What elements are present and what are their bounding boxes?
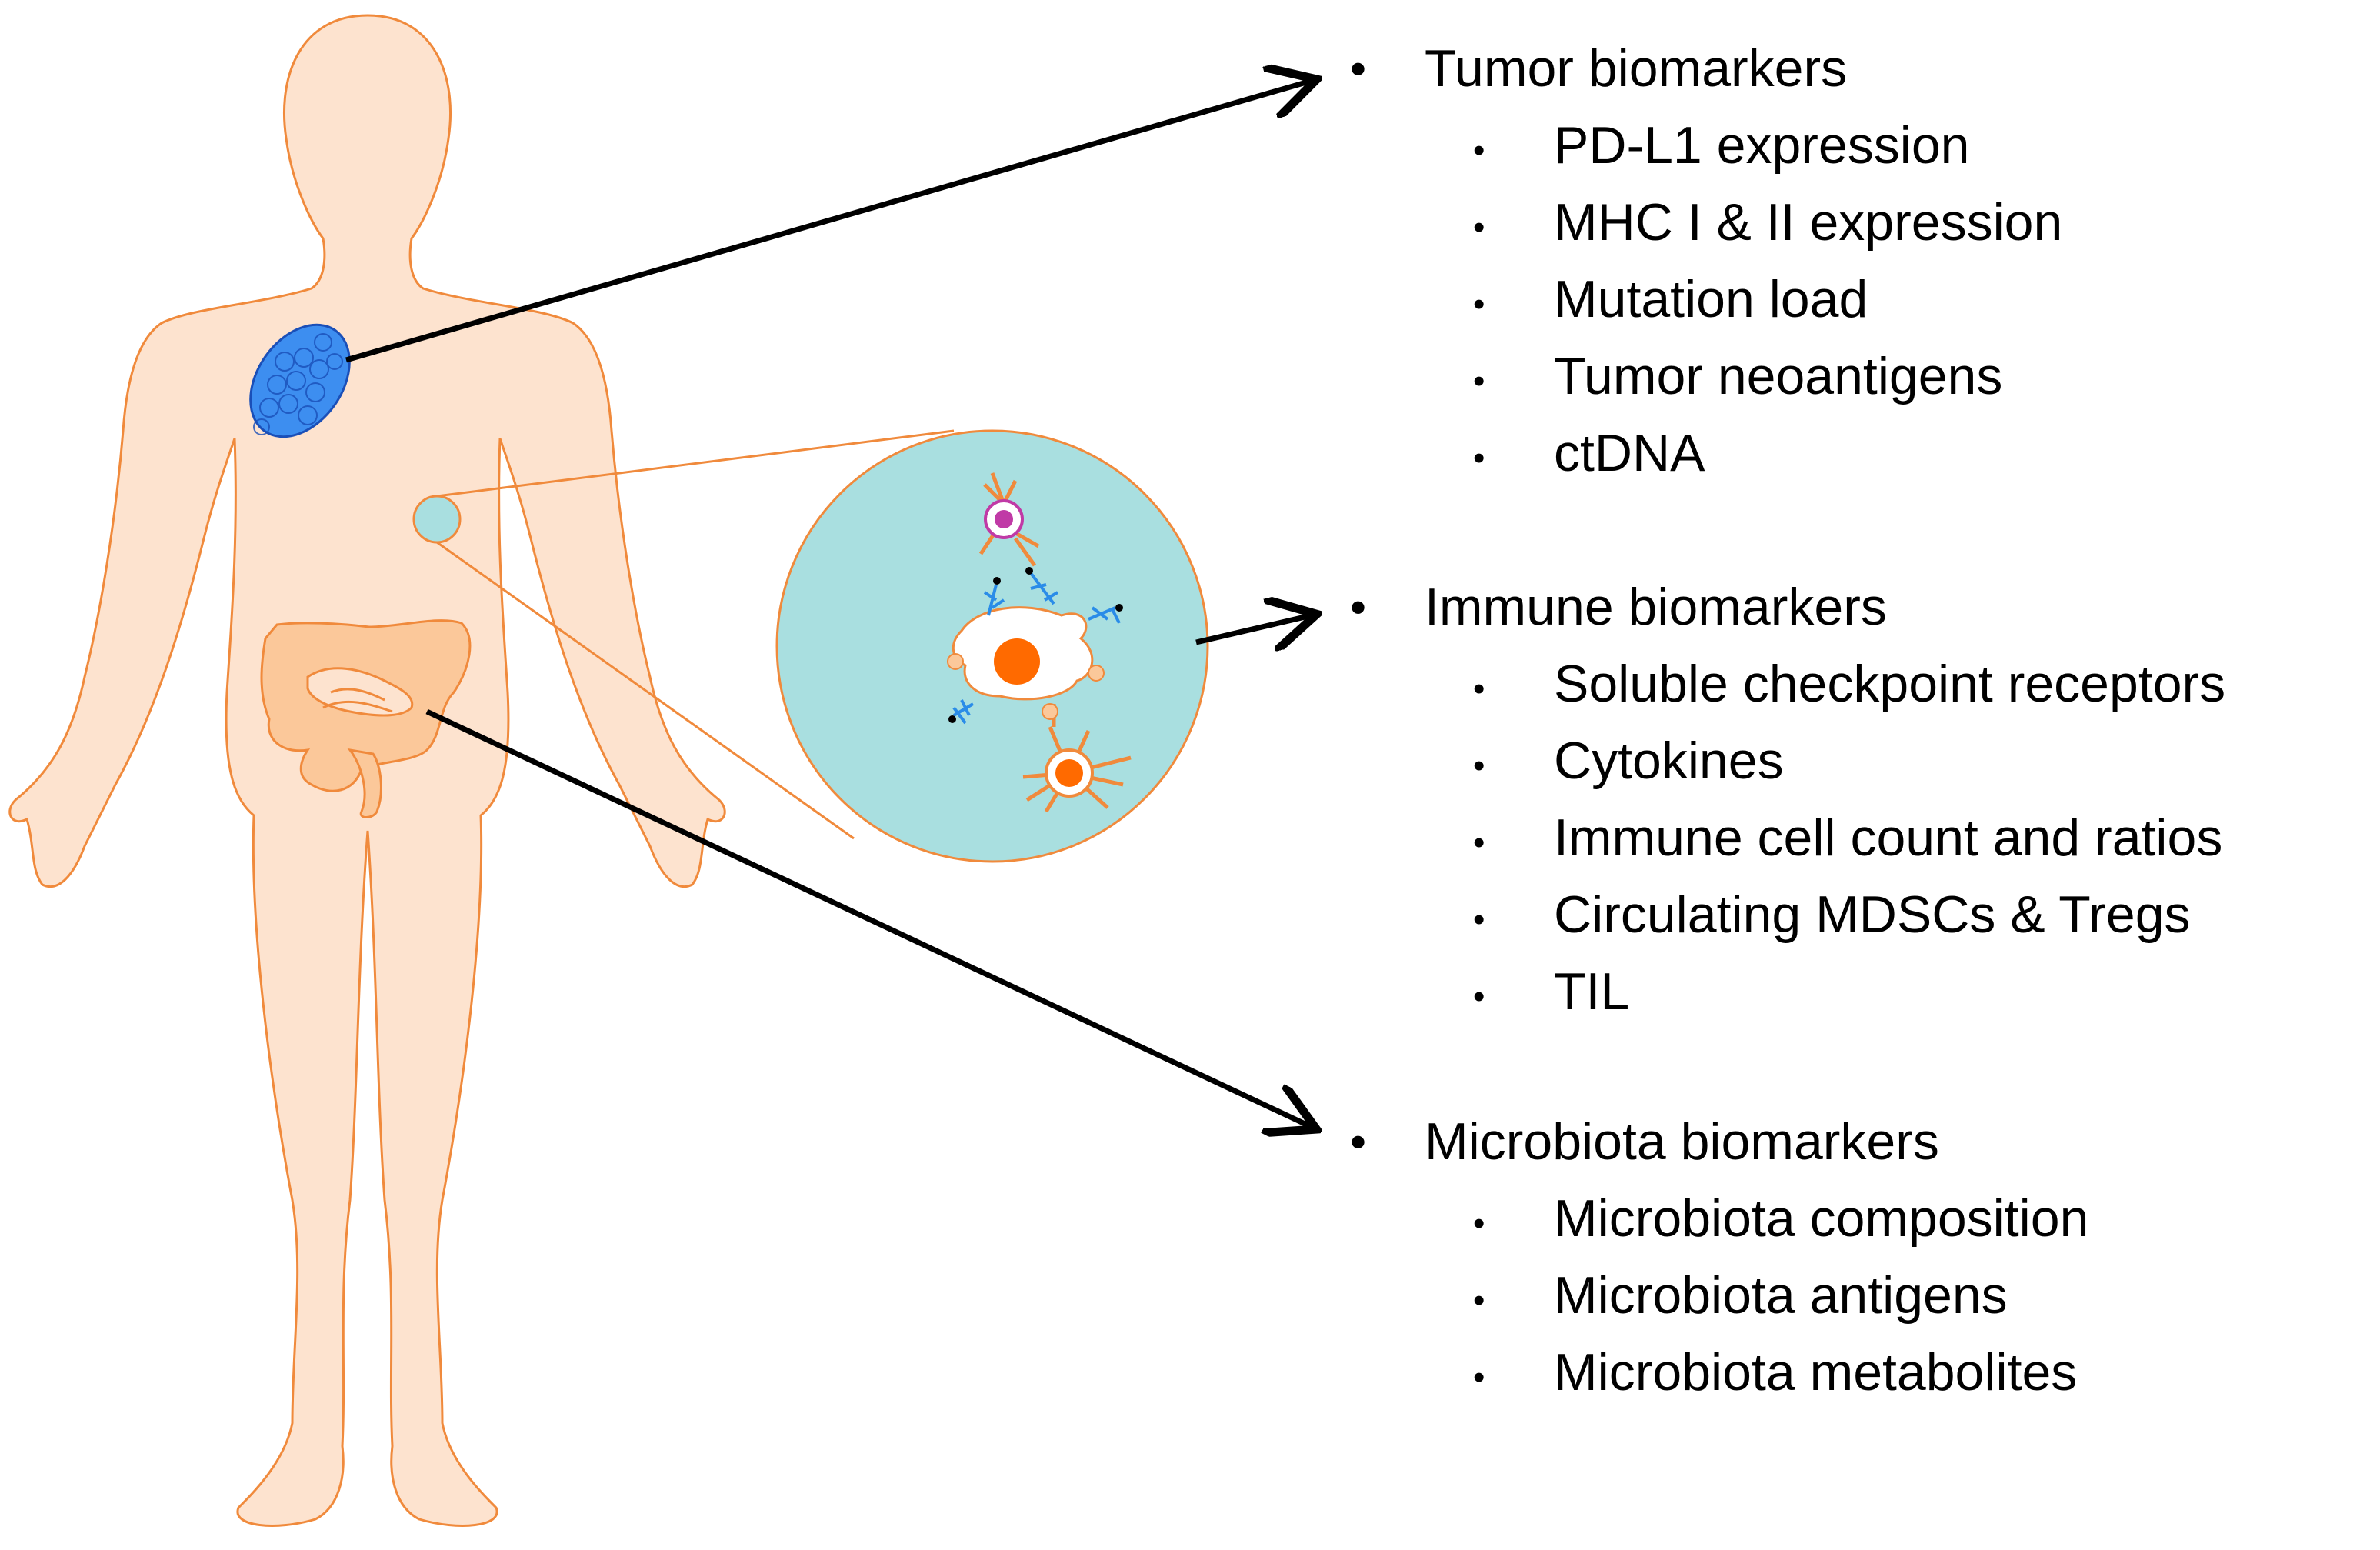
list-item: Soluble checkpoint receptors	[1554, 655, 2225, 713]
purple-immune-cell	[978, 472, 1040, 567]
bullet: •	[1473, 824, 1485, 862]
group-heading: Microbiota biomarkers	[1425, 1112, 1939, 1171]
checkpoint-receptors	[952, 572, 1121, 725]
list-item: Microbiota antigens	[1554, 1266, 2008, 1325]
zoom-line-top	[436, 429, 955, 498]
list-item: Cytokines	[1554, 732, 1784, 790]
list-item: Mutation load	[1554, 270, 1868, 328]
bullet: •	[1350, 1116, 1366, 1168]
bullet: •	[1350, 582, 1366, 633]
blood-inset	[775, 429, 1209, 863]
arrow-microbiota	[425, 708, 1312, 1127]
list-item: Circulating MDSCs & Tregs	[1554, 885, 2191, 944]
group-heading: Immune biomarkers	[1425, 578, 1887, 636]
group-heading: Tumor biomarkers	[1425, 39, 1847, 98]
intestines	[260, 619, 472, 818]
microbiota-biomarkers-group: • Microbiota biomarkers • Microbiota com…	[1350, 1112, 2088, 1402]
zoom-line-bottom	[436, 541, 855, 840]
list-item: Immune cell count and ratios	[1554, 808, 2222, 867]
rectum	[347, 748, 382, 818]
bullet: •	[1473, 285, 1485, 323]
blood-sample-marker	[412, 495, 462, 544]
bullet: •	[1473, 208, 1485, 246]
bullet: •	[1473, 901, 1485, 938]
list-item: Microbiota composition	[1554, 1189, 2088, 1248]
central-cell	[947, 606, 1105, 701]
dendritic-cell	[1022, 703, 1132, 813]
tumor-lesion	[249, 323, 351, 438]
receptor-ligands	[948, 567, 1123, 723]
bullet: •	[1473, 362, 1485, 400]
arrow-immune	[1195, 615, 1312, 642]
list-item: MHC I & II expression	[1554, 193, 2062, 252]
bullet: •	[1473, 1358, 1485, 1396]
bullet: •	[1473, 670, 1485, 708]
bullet: •	[1473, 747, 1485, 785]
list-item: Tumor neoantigens	[1554, 347, 2002, 405]
tumor-biomarkers-group: • Tumor biomarkers • PD-L1 expression • …	[1350, 39, 2062, 482]
list-item: TIL	[1554, 962, 1629, 1021]
bullet: •	[1473, 132, 1485, 169]
list-item: Microbiota metabolites	[1554, 1343, 2077, 1402]
bullet: •	[1473, 978, 1485, 1015]
bullet: •	[1473, 1282, 1485, 1319]
immune-biomarkers-group: • Immune biomarkers • Soluble checkpoint…	[1350, 578, 2225, 1021]
list-item: PD-L1 expression	[1554, 116, 1969, 175]
bullet: •	[1473, 439, 1485, 477]
list-item: ctDNA	[1554, 424, 1705, 482]
bullet: •	[1350, 43, 1366, 95]
bullet: •	[1473, 1205, 1485, 1242]
arrow-tumor	[345, 81, 1312, 363]
